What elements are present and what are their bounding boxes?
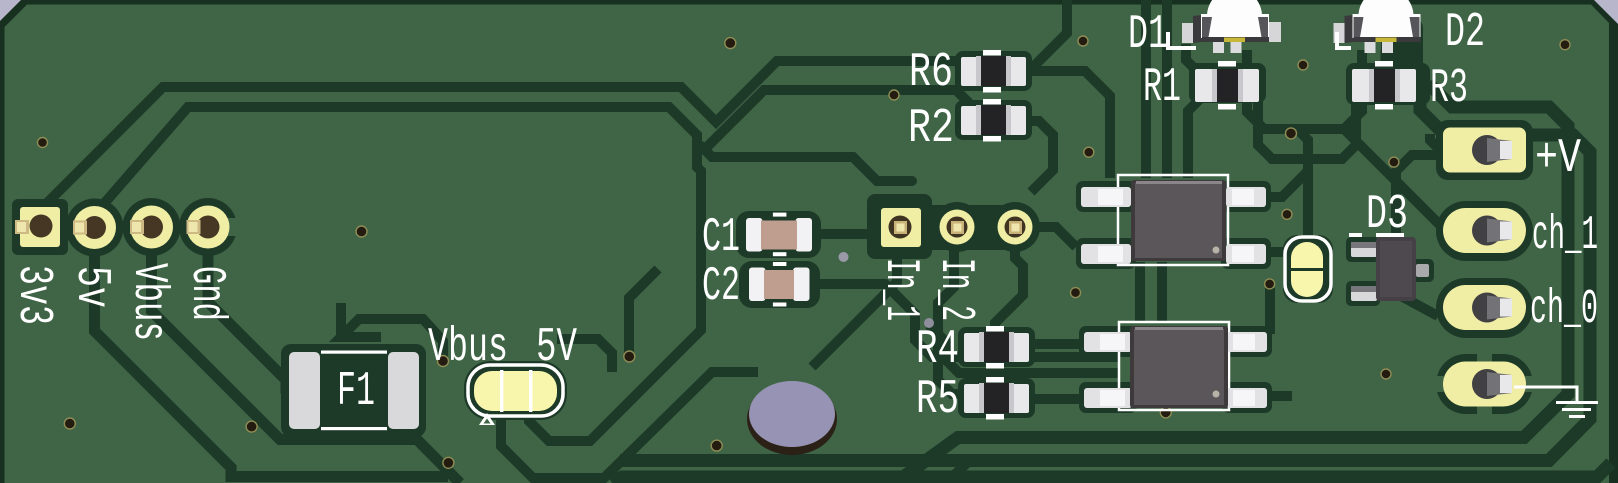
svg-text:R6: R6 [909, 46, 953, 100]
svg-text:ch_1: ch_1 [1532, 209, 1598, 263]
svg-text:5v: 5v [64, 266, 118, 308]
svg-text:In_2: In_2 [928, 258, 982, 321]
svg-text:R4: R4 [916, 323, 959, 377]
svg-text:Gnd: Gnd [179, 266, 233, 321]
svg-text:F1: F1 [337, 365, 375, 419]
svg-text:+V: +V [1535, 132, 1581, 186]
svg-text:3v3: 3v3 [6, 265, 60, 325]
svg-text:R2: R2 [908, 102, 954, 156]
svg-text:In_1: In_1 [873, 258, 927, 321]
svg-text:C1: C1 [702, 211, 740, 265]
svg-text:C2: C2 [702, 260, 740, 314]
svg-text:R1: R1 [1143, 61, 1181, 115]
svg-text:Vbus: Vbus [121, 263, 175, 341]
svg-text:R5: R5 [916, 373, 959, 427]
svg-text:D1: D1 [1128, 8, 1168, 62]
svg-text:5V: 5V [536, 321, 577, 375]
svg-text:D2: D2 [1445, 6, 1485, 60]
svg-text:Vbus: Vbus [428, 321, 508, 375]
svg-text:ch_0: ch_0 [1530, 283, 1598, 337]
svg-text:R3: R3 [1430, 62, 1468, 116]
svg-text:D3: D3 [1366, 188, 1408, 242]
